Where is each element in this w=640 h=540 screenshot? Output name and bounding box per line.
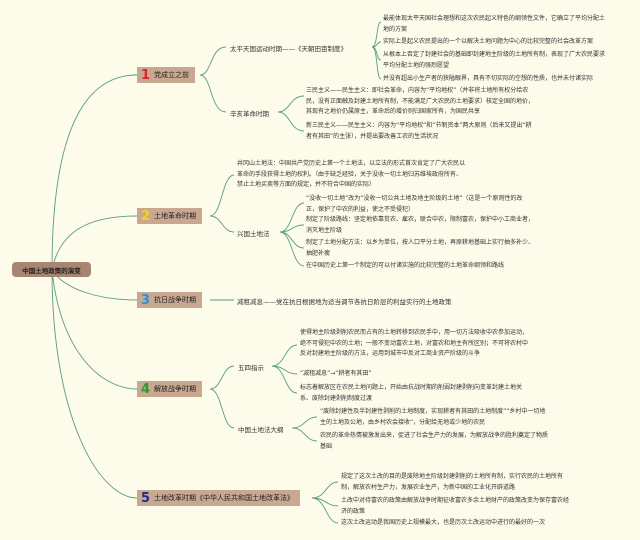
number-2-icon: 2 xyxy=(141,208,151,224)
leaf: 制定了阶级路线：坚定地依靠贫农、雇农，联合中农，限制富农，保护中小工商业者，消灭… xyxy=(306,216,535,234)
subtopic-taiping[interactable]: 太平天国运动时期——《天朝田亩制度》 xyxy=(230,45,347,53)
branch-label: 党成立之前 xyxy=(154,71,190,79)
leaf: 并没有超出小生产者的狭隘眼界，具有不切实际的空想的性质，也并未付诸实际 xyxy=(383,75,594,82)
leaf: 这次土改运动是我国历史上规模最大，也是历次土改运动中进行的最好的一次 xyxy=(341,519,546,526)
subtopic-dagang[interactable]: 中国土地法大纲 xyxy=(238,426,284,434)
branch-label: 解放战争时期 xyxy=(154,385,197,393)
root-label: 中国土地政策的演变 xyxy=(22,266,81,275)
branch-label: 土地革命时期 xyxy=(154,212,197,220)
leaf: “废除封建性及半封建性剥削的土地制度，实现耕者有其田的土地制度”“乡村中一切地主… xyxy=(320,408,546,426)
root-node[interactable]: 中国土地政策的演变 xyxy=(12,262,91,277)
branch-label: 抗日战争时期 xyxy=(154,296,197,304)
leaf: 土改中对待富农的政策由解放战争时期征收富农多余土地财产的政策改变为保存富农经济的… xyxy=(341,497,570,515)
subtopic-jianzu[interactable]: 减租减息——党在抗日根据地为适当调节各抗日阶层的利益实行的土地政策 xyxy=(237,298,452,306)
subtopic-jinggangshan[interactable]: 井冈山土地法：中国共产党历史上第一个土地法，以立法的形式首次肯定了广大农民以革命… xyxy=(237,160,466,188)
leaf: 从根本上否定了封建社会的基础即封建地主阶级的土地所有制，表现了广大农民要求平均分… xyxy=(383,51,606,69)
leaf: 规定了这次土改的目的是废除地主阶级封建剥削的土地所有制，实行农民的土地所有制，解… xyxy=(341,473,564,491)
leaf: 三民主义——民生主义：即社会革命，内容为“平均地权”（并非将土地所有权分给农民，… xyxy=(306,87,535,115)
leaf: “没收一切土地”改为“没收一切公共土地及地主阶级的土地”（这是一个原则性的改正，… xyxy=(306,195,523,213)
number-3-icon: 3 xyxy=(141,292,151,308)
leaf: 实际上是起义农民提出的一个以解决土地问题为中心的比较完整的社会改革方案 xyxy=(383,38,594,45)
number-5-icon: 5 xyxy=(141,490,151,506)
branch-label: 土地改革时期《中华人民共和国土地改革法》 xyxy=(154,494,295,502)
leaf: 新三民主义——民生主义：内容为“平均地权”和“节制资本”两大原则（后来又提出“耕… xyxy=(306,122,532,140)
leaf: “减租减息”→“耕者有其田” xyxy=(300,370,372,377)
number-4-icon: 4 xyxy=(141,381,151,397)
number-1-icon: 1 xyxy=(141,67,151,83)
leaf: 在中国历史上第一个制定的可以付诸实施的比较完整的土地革命纲领和路线 xyxy=(306,262,505,269)
subtopic-xingguo[interactable]: 兴国土地法 xyxy=(237,230,270,238)
leaf: 标志着解放区在农民土地问题上，开始由抗战时期的削弱封建剥削向变革封建土地关系、废… xyxy=(300,384,523,402)
subtopic-wusi[interactable]: 五四指示 xyxy=(238,364,264,372)
leaf: 最能体现太平天国社会理想和这次农民起义特色的纲领性文件，它确立了平均分配土地的方… xyxy=(383,15,606,33)
subtopic-xinhai[interactable]: 辛亥革命时期 xyxy=(230,110,269,118)
leaf: 使得地主阶级剥削农民而占有的土地转移到农民手中，用一切方法吸收中农参加运动，绝不… xyxy=(300,329,529,357)
leaf: 制定了土地分配方法：以乡为单位，按人口平分土地，再原耕地基础上实行抽多补少、抽肥… xyxy=(306,239,535,257)
leaf: 农民的革命热情被激发出来，促进了社会生产力的发展，为解放战争的胜利奠定了物质基础 xyxy=(320,432,549,450)
